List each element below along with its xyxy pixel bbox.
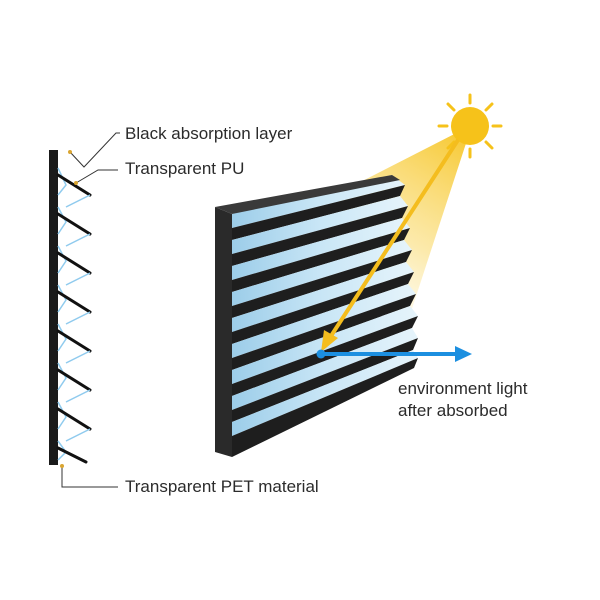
label-transparent-pet-material: Transparent PET material: [125, 477, 319, 496]
pu-tips: [65, 194, 91, 442]
label-black-absorption-layer: Black absorption layer: [125, 124, 293, 143]
panel-edge: [215, 207, 232, 457]
label-transparent-pu: Transparent PU: [125, 159, 244, 178]
leader-black-absorption: [69, 132, 120, 168]
cross-section: [49, 150, 92, 465]
reflected-light-arrow: [316, 346, 472, 362]
label-environment-light: environment light: [398, 379, 528, 398]
incident-light-arrow: [321, 138, 460, 352]
leader-dot-pu: [74, 181, 78, 185]
leader-lines: [61, 132, 120, 488]
leader-transparent-pet: [61, 466, 118, 488]
louver-panel: [215, 175, 418, 457]
leader-transparent-pu: [75, 169, 118, 184]
leader-dot-black: [68, 150, 72, 154]
black-backplate: [49, 150, 58, 465]
black-absorption-teeth: [56, 173, 92, 464]
sun-icon: [437, 93, 503, 159]
leader-dot-pet: [60, 464, 64, 468]
panel-top-cap: [215, 175, 400, 214]
label-after-absorbed: after absorbed: [398, 401, 508, 420]
panel-strips: [232, 175, 418, 457]
pu-layer: [57, 167, 67, 461]
